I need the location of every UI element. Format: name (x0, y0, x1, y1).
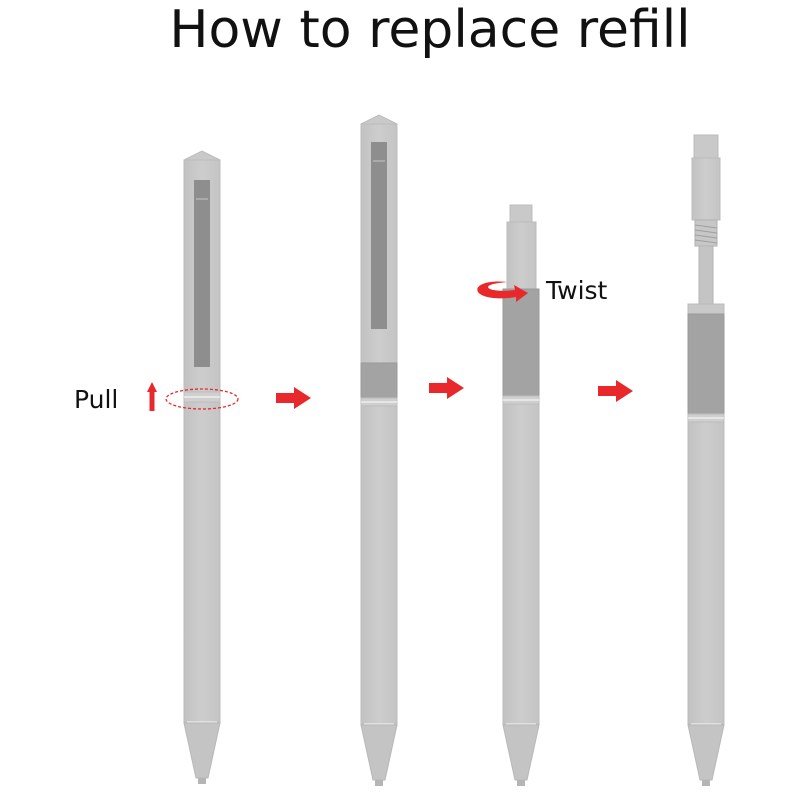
twist-label: Twist (546, 276, 608, 305)
pull-ring-guide (165, 388, 239, 410)
pen-3-top-cap (509, 204, 533, 224)
pen-4-barrel (687, 421, 725, 725)
pen-3-barrel (502, 403, 540, 725)
right-arrow-icon (598, 380, 633, 402)
page-title: How to replace refill (169, 0, 691, 60)
pen-2-cap-removed (360, 114, 398, 786)
pen-2-tip (360, 724, 398, 781)
pen-1-tip (183, 722, 221, 779)
pen-4-tip (687, 724, 725, 781)
pen-4-inner-sleeve (687, 303, 725, 315)
pen-3-inner-sleeve (502, 288, 540, 397)
pen-2-clip-window (371, 142, 387, 329)
pen-3-tip (502, 724, 540, 781)
pen-4-top-sleeve (691, 157, 721, 221)
pen-1-assembled (165, 150, 239, 784)
pen-4-refill-exposed (687, 134, 725, 786)
pen-1-barrel (183, 401, 221, 723)
pen-4-dark-sleeve (687, 313, 725, 415)
twist-arrow-icon (477, 281, 528, 302)
right-arrow-icon (276, 387, 311, 409)
pen-2-barrel (360, 405, 398, 725)
pull-label: Pull (74, 385, 119, 414)
pen-2-cap-top (360, 114, 398, 125)
pen-1-cap-top (183, 150, 221, 161)
pen-4-top-cap (693, 134, 719, 160)
pen-2-inner-sleeve (360, 362, 398, 399)
pen-3-top-sleeve (506, 221, 537, 290)
pen-4-refill (698, 245, 714, 305)
up-arrow-icon (147, 382, 157, 411)
right-arrow-icon (429, 377, 464, 399)
pen-1-clip-window (194, 180, 210, 367)
